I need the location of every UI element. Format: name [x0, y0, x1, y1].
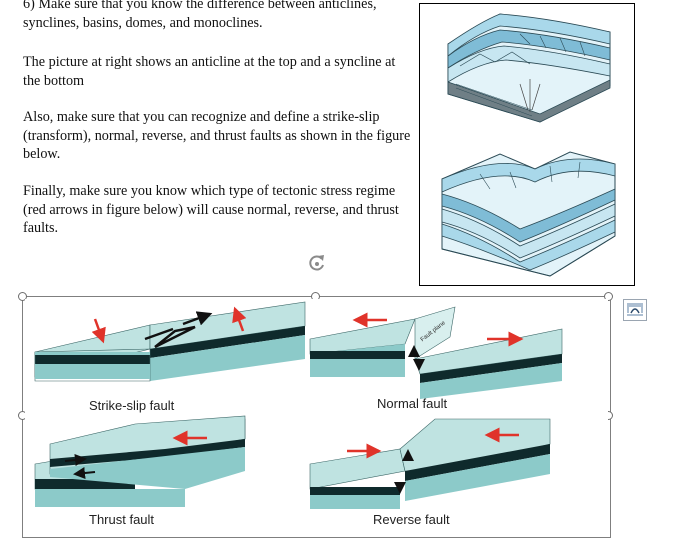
thrust-fault-block: [34, 415, 246, 507]
paragraph-anticline-syncline: The picture at right shows an anticline …: [23, 54, 396, 89]
rotate-handle-icon[interactable]: [306, 253, 328, 273]
caption-reverse: Reverse fault: [373, 512, 450, 527]
fault-types-svg: Fault plane: [34, 301, 563, 509]
resize-handle-top-left[interactable]: [18, 292, 27, 301]
caption-strike-slip: Strike-slip fault: [89, 398, 175, 413]
strike-slip-block: [34, 301, 306, 382]
anticline-block: [447, 13, 611, 123]
caption-thrust: Thrust fault: [89, 512, 155, 527]
fold-diagram-svg: [441, 13, 616, 277]
fault-types-image[interactable]: Fault plane: [25, 299, 608, 527]
paragraph-faults: Also, make sure that you can recognize a…: [23, 109, 411, 162]
layout-options-icon: [627, 303, 643, 316]
layout-options-button[interactable]: [623, 299, 647, 321]
caption-normal: Normal fault: [377, 396, 448, 411]
paragraph-stress-regime: Finally, make sure you know which type o…: [23, 183, 399, 236]
normal-fault-block: Fault plane: [309, 306, 563, 399]
resize-handle-top-right[interactable]: [604, 292, 613, 301]
syncline-block: [441, 151, 616, 277]
fold-diagram-image[interactable]: [419, 3, 635, 286]
paragraph-folds: 6) Make sure that you know the differenc…: [23, 0, 377, 31]
reverse-fault-block: [309, 418, 551, 509]
